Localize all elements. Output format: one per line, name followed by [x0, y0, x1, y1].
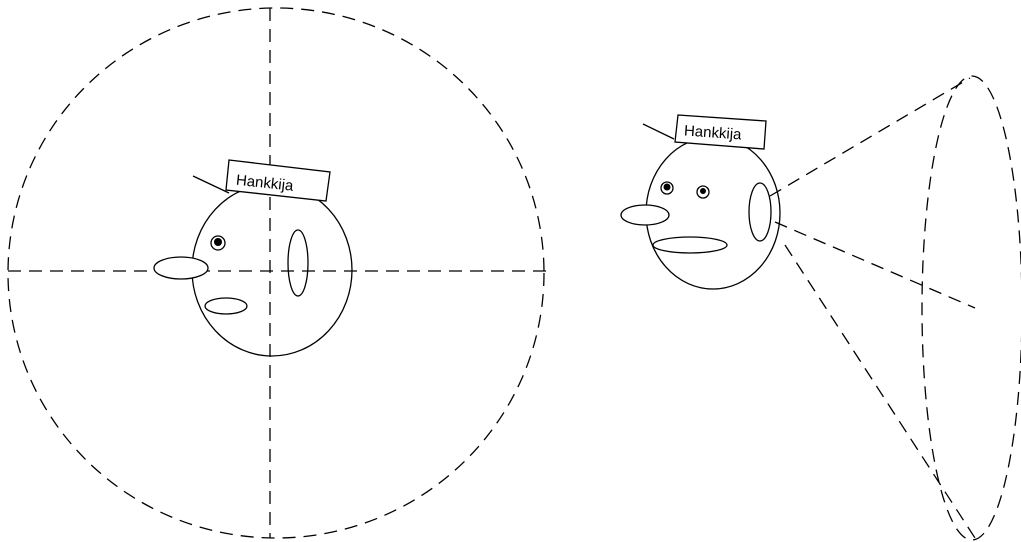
ear: [749, 183, 771, 241]
left-head: Hankkija: [154, 160, 352, 356]
cap-visor: [643, 124, 674, 139]
ear: [288, 230, 308, 296]
pupil: [214, 238, 222, 246]
face: [192, 184, 352, 356]
mouth: [653, 237, 727, 253]
left-figure: Hankkija: [8, 8, 546, 538]
cone-edge-top: [770, 78, 970, 196]
nose: [621, 205, 669, 225]
right-figure: Hankkija: [621, 76, 1021, 540]
cone-axis: [775, 222, 975, 308]
mouth: [205, 298, 247, 314]
cone-rim: [922, 76, 1021, 540]
cone-edge-bottom: [785, 245, 975, 538]
nose: [154, 257, 208, 279]
pupil-left: [664, 184, 671, 191]
cap-visor: [193, 176, 229, 193]
omnidirectional-circle: [8, 8, 544, 538]
right-head: Hankkija: [621, 115, 780, 289]
pupil-right: [700, 188, 706, 194]
